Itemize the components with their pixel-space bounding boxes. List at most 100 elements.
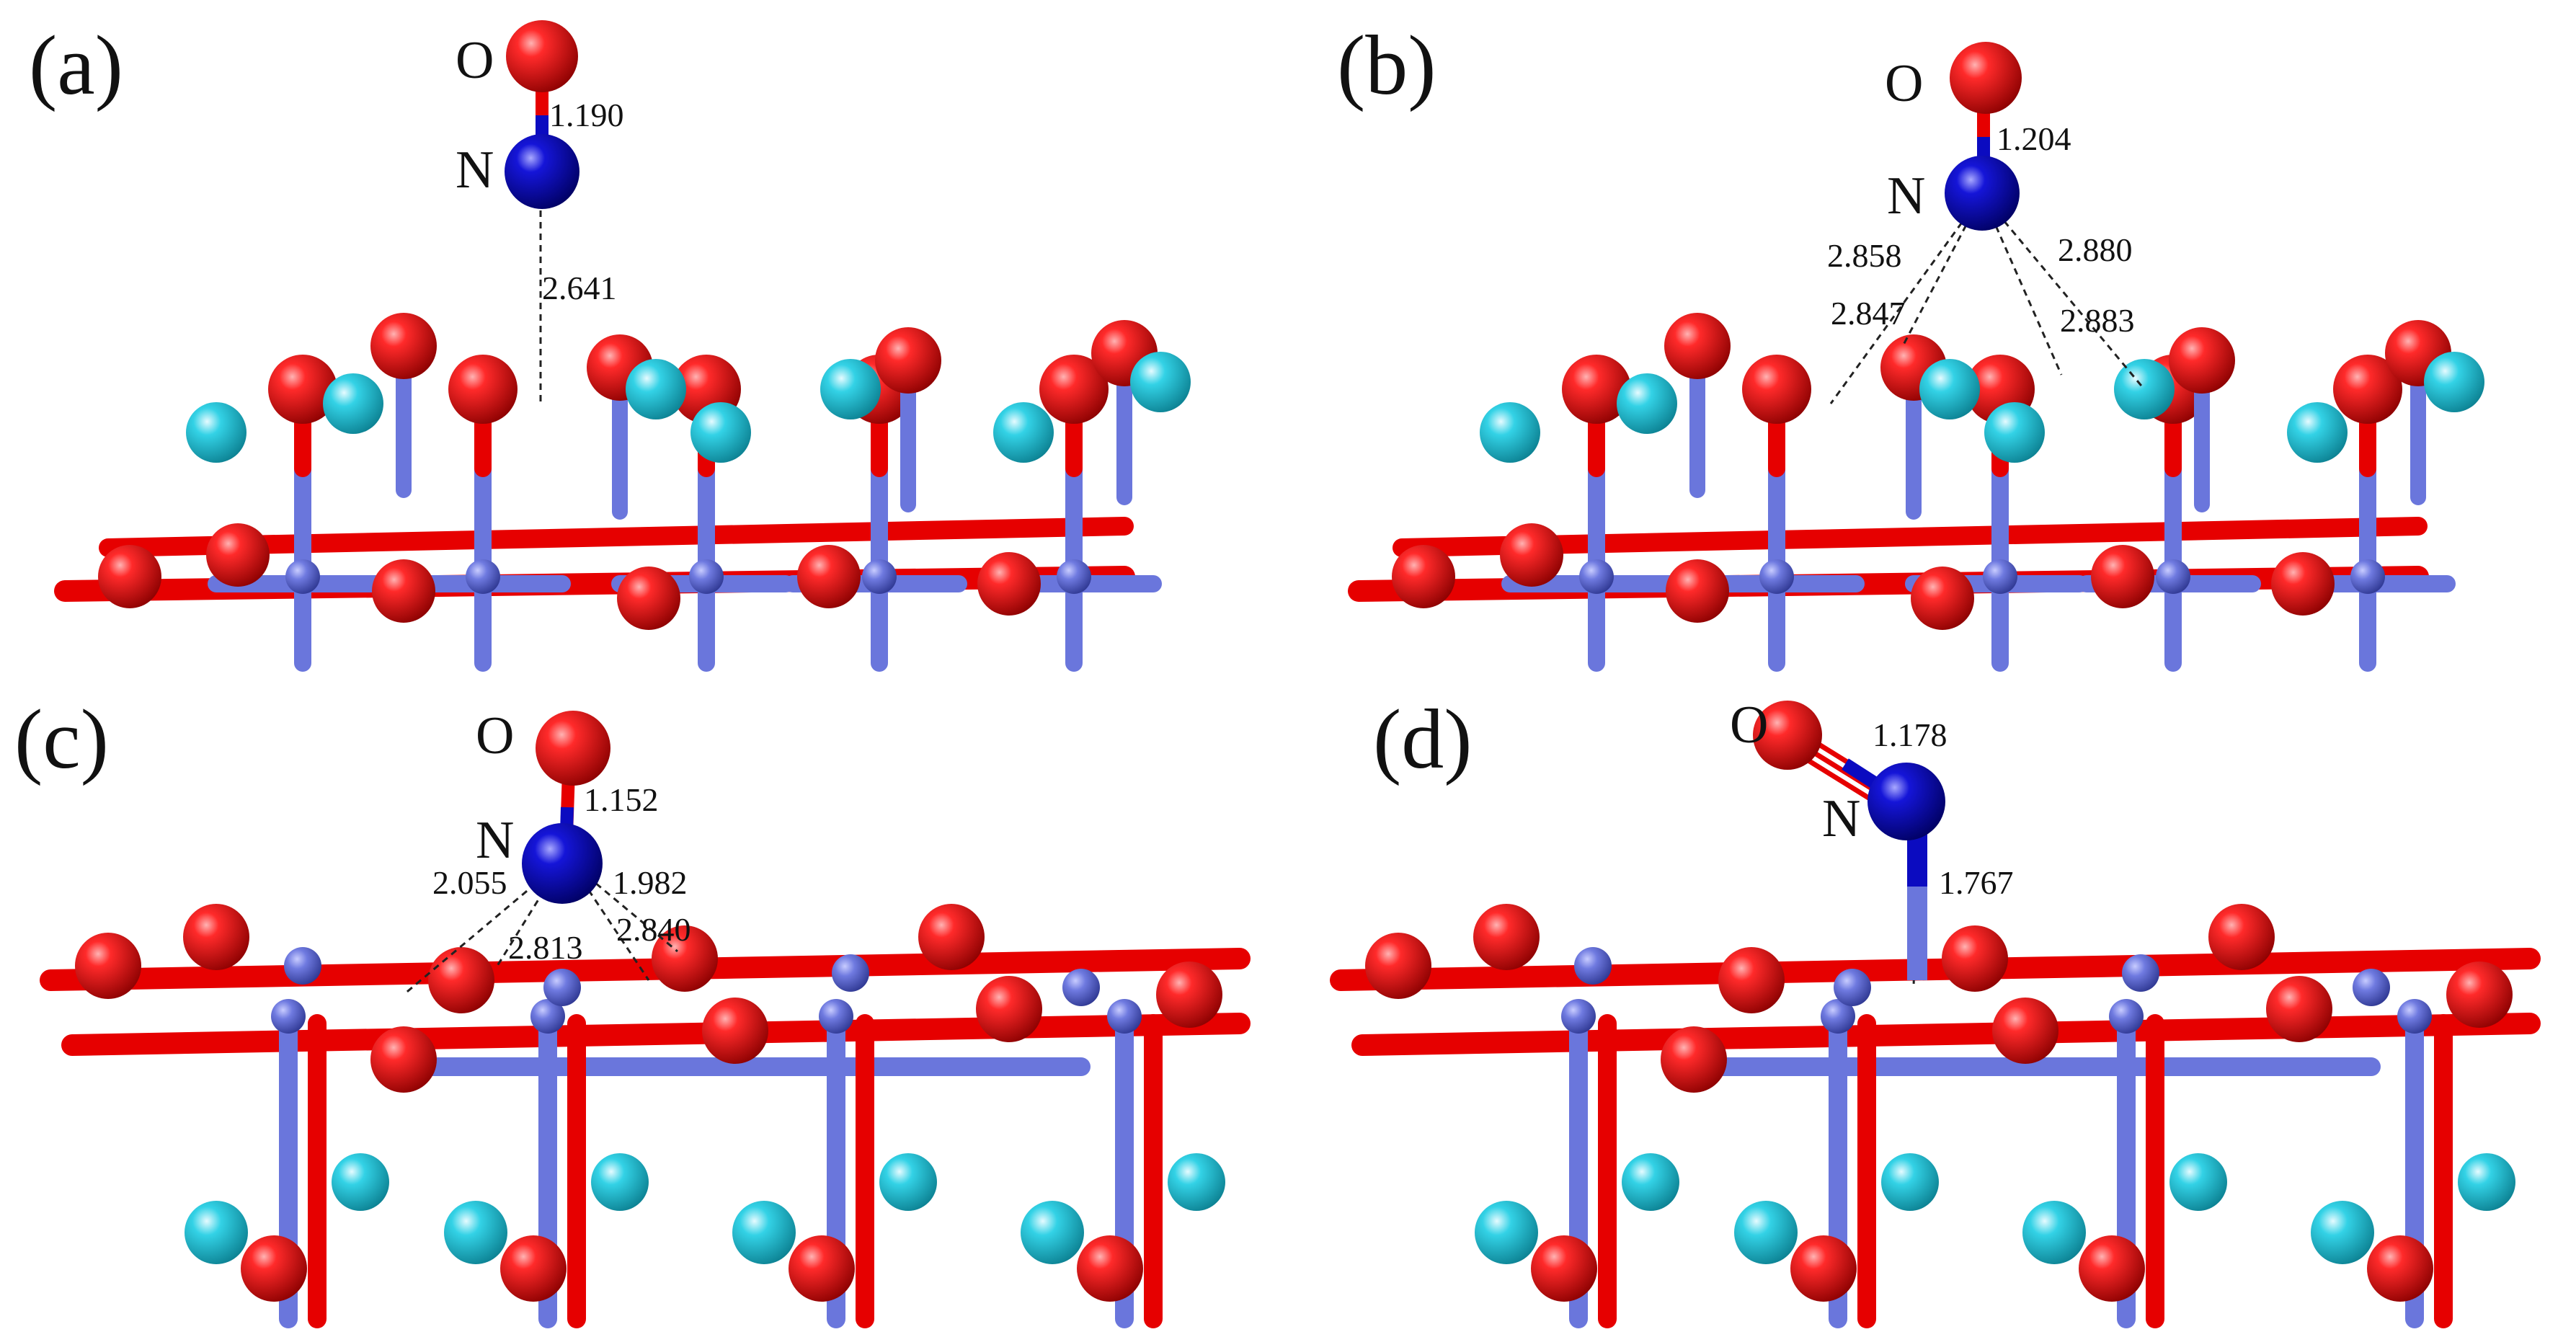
oxygen-atom (1661, 1026, 1727, 1093)
cyan-atom (1617, 373, 1677, 434)
distance-label-d-2: 1.767 (1939, 864, 2014, 901)
cyan-atom (332, 1153, 389, 1211)
bond-rod (99, 517, 1134, 557)
atom-label-n-c: N (476, 811, 514, 870)
cyan-atom (1881, 1153, 1939, 1211)
oxygen-atom (1911, 567, 1974, 630)
atom-label-o-b: O (1885, 54, 1923, 113)
distance-label-c-1: 1.152 (584, 781, 659, 818)
metal-atom (2350, 559, 2385, 594)
metal-atom (1062, 969, 1100, 1006)
cyan-atom (690, 402, 751, 463)
nitrogen-atom-b (1945, 156, 2020, 231)
cyan-atom (2287, 402, 2348, 463)
oxygen-atom (918, 904, 985, 970)
oxygen-atom (206, 523, 270, 587)
nitrogen-atom-d (1867, 763, 1945, 840)
cyan-atom (1984, 402, 2045, 463)
oxygen-atom (2266, 976, 2332, 1042)
oxygen-atom-c (536, 711, 610, 786)
cyan-atom (993, 402, 1054, 463)
metal-atom (530, 999, 565, 1034)
oxygen-atom (1365, 933, 1431, 999)
surface-slab-d (1330, 904, 2541, 1328)
oxygen-atom (1531, 1235, 1597, 1302)
panel-a: (a) O N 1.190 2.641 (29, 18, 1191, 672)
cyan-atom (2311, 1201, 2374, 1264)
metal-atom (271, 999, 306, 1034)
cyan-atom (879, 1153, 937, 1211)
distance-label-b-2: 2.858 (1827, 237, 1902, 274)
cyan-atom (732, 1201, 796, 1264)
oxygen-atom (2169, 327, 2235, 394)
oxygen-atom (1156, 961, 1222, 1028)
cyan-atom (2114, 359, 2175, 419)
oxygen-atom (1992, 998, 2058, 1064)
oxygen-atom (2091, 545, 2154, 608)
metal-atom (689, 559, 724, 594)
panel-label-b: (b) (1337, 18, 1436, 112)
surface-slab-b (1348, 313, 2484, 672)
oxygen-atom (448, 355, 518, 424)
cyan-atom (2424, 352, 2484, 412)
oxygen-atom (1790, 1235, 1857, 1302)
oxygen-atom (370, 313, 437, 379)
metal-atom (285, 559, 320, 594)
oxygen-atom (977, 552, 1041, 616)
metal-atom (1107, 999, 1142, 1034)
metal-atom (1834, 969, 1871, 1006)
cyan-atom (185, 1201, 248, 1264)
oxygen-atom (1500, 523, 1563, 587)
cyan-atom (1480, 402, 1540, 463)
distance-label-c-5: 2.840 (616, 911, 691, 948)
bond-rod (1393, 517, 2428, 557)
metal-atom (832, 954, 869, 992)
oxygen-atom (2367, 1235, 2433, 1302)
oxygen-atom (370, 1026, 437, 1093)
cyan-atom (591, 1153, 649, 1211)
metal-atom (284, 947, 321, 985)
oxygen-atom (2208, 904, 2275, 970)
oxygen-atom-a (506, 20, 578, 92)
distance-label-c-3: 2.813 (508, 929, 583, 966)
oxygen-atom (789, 1235, 855, 1302)
oxygen-atom (652, 925, 718, 992)
metal-atom (862, 559, 897, 594)
oxygen-atom (428, 947, 494, 1013)
oxygen-atom (1392, 545, 1455, 608)
oxygen-atom (1718, 947, 1785, 1013)
cyan-atom (1475, 1201, 1538, 1264)
metal-atom (2353, 969, 2390, 1006)
distance-label-b-5: 2.883 (2060, 302, 2135, 339)
oxygen-atom (702, 998, 768, 1064)
metal-atom (2156, 559, 2190, 594)
distance-line-b-3 (1981, 194, 2063, 376)
cyan-atom (1168, 1153, 1225, 1211)
cyan-atom (626, 359, 686, 419)
cyan-atom (1734, 1201, 1798, 1264)
oxygen-atom (617, 567, 680, 630)
oxygen-atom (372, 559, 435, 623)
oxygen-atom (500, 1235, 567, 1302)
panel-label-c: (c) (14, 692, 109, 786)
oxygen-atom (1664, 313, 1731, 379)
distance-label-b-1: 1.204 (1997, 120, 2071, 157)
oxygen-atom (1039, 355, 1109, 424)
metal-atom (2109, 999, 2144, 1034)
metal-atom (1579, 559, 1614, 594)
cyan-atom (186, 402, 247, 463)
oxygen-atom (875, 327, 941, 394)
atom-label-n-d: N (1822, 789, 1860, 848)
panel-label-a: (a) (29, 18, 123, 112)
panel-c: (c) O N 1.152 2.055 2.813 1.982 2.840 (14, 692, 1251, 1328)
distance-label-c-4: 1.982 (613, 864, 688, 901)
oxygen-atom (183, 904, 249, 970)
bond-rod (61, 1013, 1251, 1056)
cyan-atom (323, 373, 383, 434)
cyan-atom (1919, 359, 1980, 419)
bond-rod (1351, 1013, 2541, 1056)
surface-slab-a (54, 313, 1191, 672)
atom-label-o-d: O (1730, 696, 1768, 755)
oxygen-atom-d (1753, 701, 1822, 770)
cyan-atom (1130, 352, 1191, 412)
